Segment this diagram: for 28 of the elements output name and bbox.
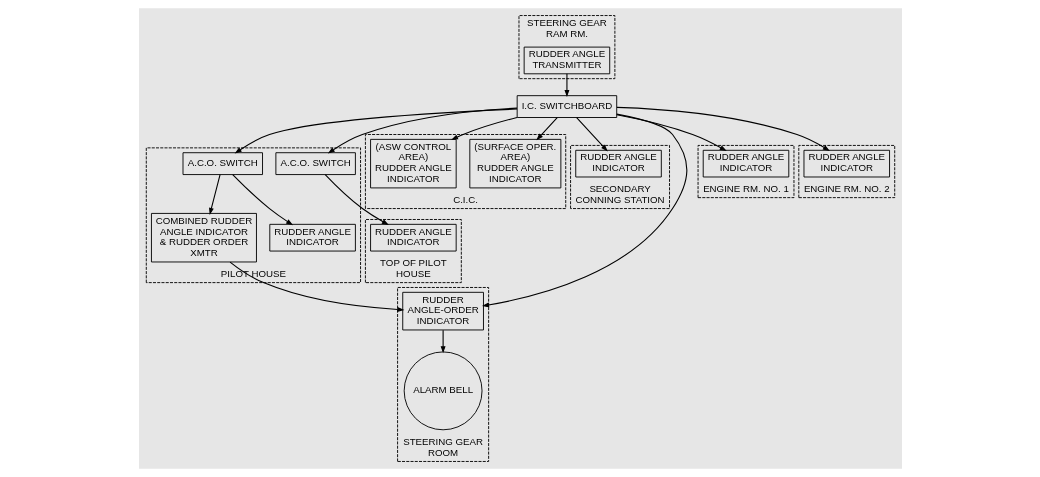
arrow [615, 114, 727, 152]
node-box: RUDDER ANGLE INDICATOR [803, 149, 890, 178]
node-box: RUDDER ANGLE INDICATOR [369, 223, 457, 252]
arrow [208, 174, 221, 215]
node-box: A.C.O. SWITCH [182, 152, 263, 176]
node-box: A.C.O. SWITCH [274, 152, 356, 176]
arrow [234, 108, 518, 154]
arrow [324, 174, 389, 225]
node-box: RUDDER ANGLE INDICATOR [702, 149, 789, 178]
node-circle: ALARM BELL [403, 351, 482, 431]
arrow [229, 261, 404, 312]
node-box: RUDDER ANGLE INDICATOR [268, 223, 356, 252]
node-box: RUDDER ANGLE INDICATOR [574, 149, 662, 178]
node-box: (ASW CONTROL AREA) RUDDER ANGLE INDICATOR [369, 138, 457, 189]
arrow [615, 106, 830, 152]
arrow [327, 107, 518, 154]
node-box: RUDDER ANGLE TRANSMITTER [523, 46, 610, 75]
arrow [231, 174, 293, 226]
arrow [575, 117, 608, 152]
arrow [440, 329, 446, 354]
arrow [450, 116, 517, 141]
node-box: I.C. SWITCHBOARD [516, 95, 617, 118]
node-box: COMBINED RUDDER ANGLE INDICATOR & RUDDER ORDER XMTR [150, 212, 257, 263]
node-box: RUDDER ANGLE-ORDER INDICATOR [401, 291, 484, 331]
node-box: (SURFACE OPER. AREA) RUDDER ANGLE INDICATOR [468, 138, 561, 189]
arrow [535, 117, 558, 141]
arrow [481, 113, 687, 308]
arrow [563, 73, 569, 98]
